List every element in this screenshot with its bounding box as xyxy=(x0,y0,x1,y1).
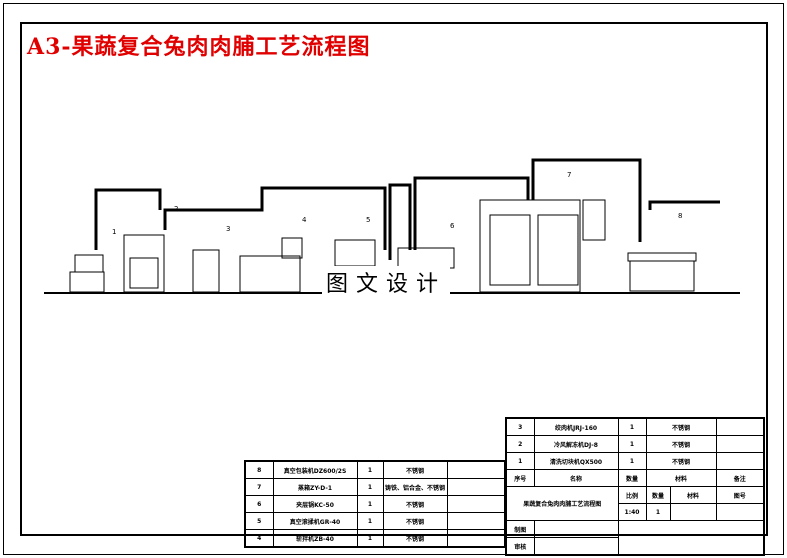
svg-text:2: 2 xyxy=(174,205,178,213)
equipment-5 xyxy=(334,239,376,267)
equipment-4 xyxy=(239,255,301,293)
svg-text:5: 5 xyxy=(366,216,370,224)
equipment-8 xyxy=(627,252,697,262)
svg-text:1: 1 xyxy=(112,228,116,236)
equipment-6 xyxy=(397,247,455,269)
equipment-7 xyxy=(479,199,581,293)
outer-border xyxy=(3,3,784,555)
table-header: 序号名称数量材料备注 xyxy=(505,469,765,487)
svg-text:8: 8 xyxy=(678,212,682,220)
drawing-title: A3-果蔬复合兔肉肉脯工艺流程图 xyxy=(27,34,371,60)
watermark: 图文设计 xyxy=(322,266,451,298)
svg-text:3: 3 xyxy=(226,225,230,233)
equipment-2 xyxy=(123,234,165,293)
equipment-3 xyxy=(192,249,220,293)
drawing-name: 果蔬复合兔肉肉脯工艺流程图 xyxy=(505,486,619,521)
svg-text:7: 7 xyxy=(567,171,571,179)
svg-text:6: 6 xyxy=(450,222,455,230)
conveyor-pipes xyxy=(94,158,720,260)
svg-text:4: 4 xyxy=(302,216,307,224)
equipment-1 xyxy=(69,271,105,293)
